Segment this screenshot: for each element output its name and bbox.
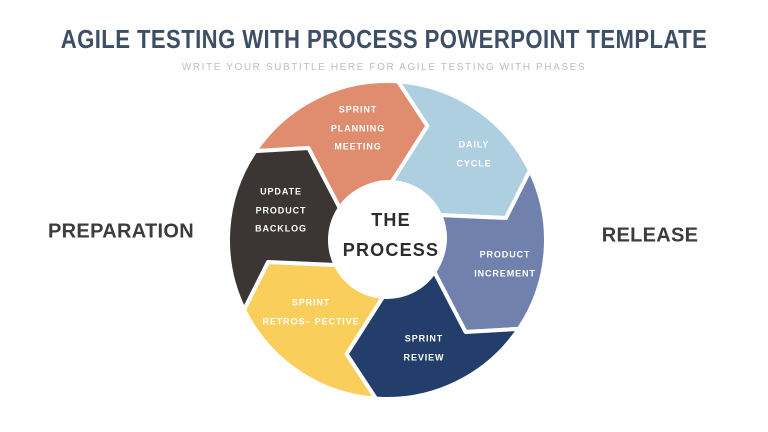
segment-label-line: INCREMENT xyxy=(474,268,536,278)
segment-update-product-backlog xyxy=(226,145,342,312)
segment-label-line: RETROS– PECTIVE xyxy=(262,316,360,326)
slide-subtitle: WRITE YOUR SUBTITLE HERE FOR AGILE TESTI… xyxy=(181,62,587,73)
segment-label-line: MEETING xyxy=(334,141,382,152)
center-label-line: PROCESS xyxy=(342,240,440,260)
segment-label-line: CYCLE xyxy=(456,158,492,168)
segment-label-line: BACKLOG xyxy=(255,223,307,234)
segment-label-product-increment: PRODUCT INCREMENT xyxy=(474,246,536,283)
segment-label-sprint-review: SPRINT REVIEW xyxy=(404,330,445,367)
phase-label-preparation: PREPARATION xyxy=(48,220,194,243)
slide-title: AGILE TESTING WITH PROCESS POWERPOINT TE… xyxy=(60,24,708,54)
segment-label-line: PLANNING xyxy=(330,122,386,133)
segment-label-line: SPRINT xyxy=(404,333,444,344)
center-label-line: THE xyxy=(371,210,411,230)
phase-label-release: RELEASE xyxy=(601,224,699,247)
center-circle xyxy=(331,180,447,296)
segment-label-update-product-backlog: UPDATE PRODUCT BACKLOG xyxy=(255,182,307,238)
segment-label-sprint-retrospective: SPRINT RETROS– PECTIVE xyxy=(262,294,359,331)
segment-label-line: SPRINT xyxy=(291,297,331,308)
segment-label-line: REVIEW xyxy=(403,352,445,362)
segment-label-line: DAILY xyxy=(458,139,490,150)
segment-label-daily-cycle: DAILY CYCLE xyxy=(456,136,491,173)
segment-label-line: PRODUCT xyxy=(255,204,307,215)
segment-label-line: SPRINT xyxy=(338,104,378,115)
center-label: THE PROCESS xyxy=(343,205,439,265)
segment-label-line: PRODUCT xyxy=(479,249,531,260)
segment-label-sprint-planning-meeting: SPRINT PLANNING MEETING xyxy=(331,100,385,156)
segment-label-line: UPDATE xyxy=(260,186,302,197)
